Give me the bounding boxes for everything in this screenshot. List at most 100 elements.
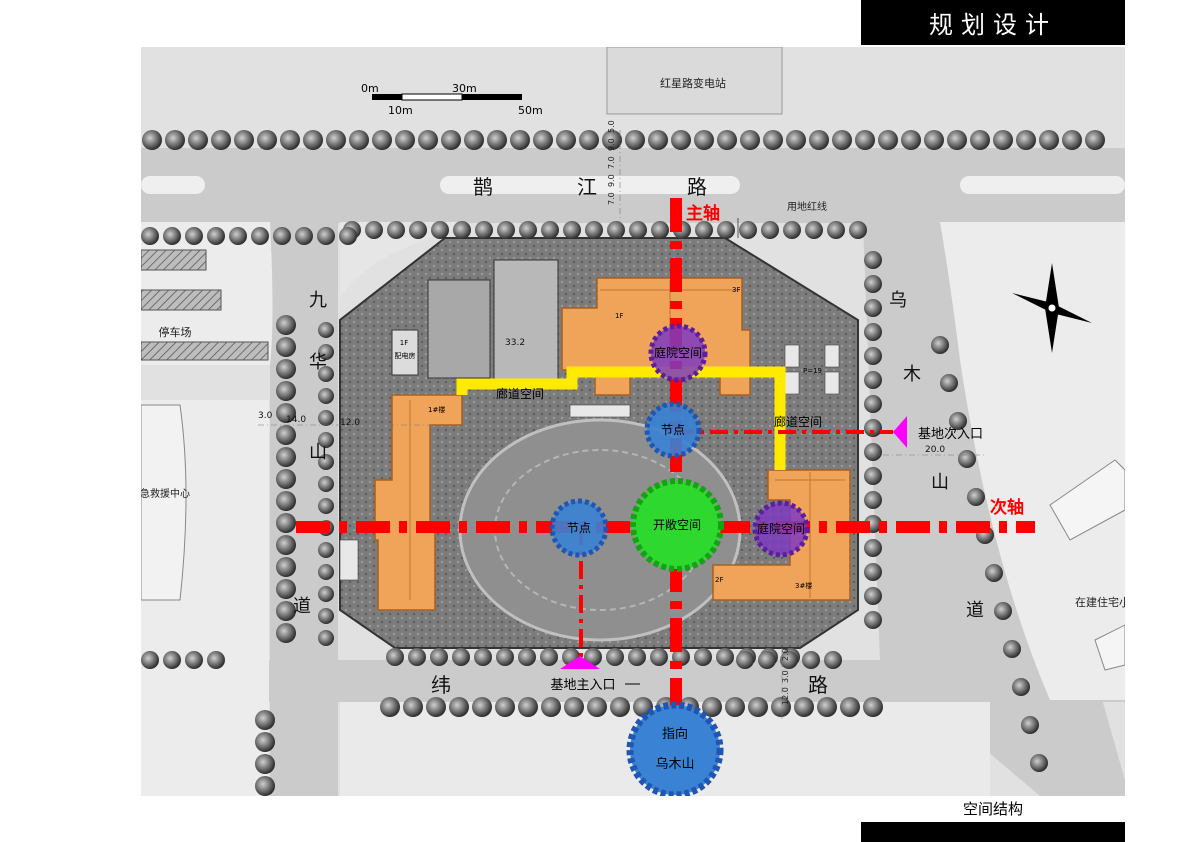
tree xyxy=(717,221,735,239)
dimension-south: 12.0 xyxy=(781,687,790,705)
tree xyxy=(276,403,296,423)
building-3-label: 3#楼 xyxy=(795,581,812,590)
courtyard-top-label: 庭院空间 xyxy=(654,345,702,360)
tree xyxy=(863,697,883,717)
tree xyxy=(878,130,898,150)
tree xyxy=(864,323,882,341)
tree xyxy=(585,221,603,239)
tree xyxy=(716,648,734,666)
tree xyxy=(496,648,514,666)
dimension-south: 2.0 xyxy=(781,648,790,661)
tree xyxy=(207,651,225,669)
tree xyxy=(864,419,882,437)
west-street-char-2: 华 xyxy=(309,352,327,373)
tree xyxy=(276,513,296,533)
south-street-name: 纬 路 xyxy=(431,673,828,697)
direction-node: 指向 乌木山 xyxy=(626,701,724,796)
tree xyxy=(717,130,737,150)
east-street-char-4: 道 xyxy=(966,600,984,621)
tree xyxy=(251,227,269,245)
tree xyxy=(758,651,776,669)
main-entrance-label: 基地主入口 xyxy=(550,678,615,693)
tree xyxy=(993,130,1013,150)
scale-label-50: 50m xyxy=(518,104,543,117)
tree xyxy=(864,539,882,557)
tree xyxy=(452,648,470,666)
courtyard-right-label: 庭院空间 xyxy=(757,521,805,536)
tree xyxy=(949,412,967,430)
tree xyxy=(234,130,254,150)
tree xyxy=(671,130,691,150)
tree xyxy=(541,221,559,239)
power-room-label: 配电房 xyxy=(395,351,416,360)
tree xyxy=(771,697,791,717)
tree xyxy=(994,602,1012,620)
tree xyxy=(739,221,757,239)
main-axis-label: 主轴 xyxy=(686,203,720,224)
tree xyxy=(257,130,277,150)
north-street-name: 鹊 江 路 xyxy=(473,175,707,199)
tree xyxy=(273,227,291,245)
tree xyxy=(651,221,669,239)
buildings xyxy=(374,277,851,611)
tree xyxy=(805,221,823,239)
tree xyxy=(276,579,296,599)
tree xyxy=(629,221,647,239)
floor-label-3f: 3F xyxy=(732,286,740,294)
tree xyxy=(430,648,448,666)
tree xyxy=(607,221,625,239)
tree xyxy=(817,697,837,717)
tree xyxy=(229,227,247,245)
tree xyxy=(141,227,159,245)
tree xyxy=(864,275,882,293)
tree xyxy=(255,710,275,730)
tree xyxy=(947,130,967,150)
secondary-entrance-label: 基地次入口 xyxy=(918,426,983,442)
tree xyxy=(472,697,492,717)
tree xyxy=(185,651,203,669)
tree xyxy=(1030,754,1048,772)
tree xyxy=(487,130,507,150)
tree xyxy=(431,221,449,239)
tree xyxy=(276,535,296,555)
tree xyxy=(318,322,334,338)
tree xyxy=(985,564,1003,582)
dim-33-2: 33.2 xyxy=(505,338,525,348)
east-street-name: 乌 木 山 道 xyxy=(889,290,984,621)
tree xyxy=(940,374,958,392)
substation-label: 红星路变电站 xyxy=(660,76,726,90)
tree xyxy=(318,498,334,514)
tree xyxy=(372,130,392,150)
tree xyxy=(387,221,405,239)
tree xyxy=(563,221,581,239)
tree xyxy=(540,648,558,666)
tree xyxy=(602,130,622,150)
tree xyxy=(142,130,162,150)
tree xyxy=(403,697,423,717)
tree xyxy=(748,697,768,717)
tree xyxy=(326,130,346,150)
west-street-name: 九 华 山 道 xyxy=(293,290,327,617)
tree xyxy=(864,443,882,461)
east-street-char-3: 山 xyxy=(931,472,949,493)
power-room xyxy=(391,329,419,376)
tree xyxy=(849,221,867,239)
tree xyxy=(587,697,607,717)
tree xyxy=(924,130,944,150)
corridor-label-right: 廊道空间 xyxy=(774,414,822,429)
tree xyxy=(276,469,296,489)
building-block-north xyxy=(493,259,559,381)
tree xyxy=(1021,716,1039,734)
tree xyxy=(426,697,446,717)
tree xyxy=(1016,130,1036,150)
open-space-label: 开敞空间 xyxy=(653,517,701,532)
tree xyxy=(318,344,334,360)
north-street-char-1: 鹊 xyxy=(473,175,493,199)
tree xyxy=(495,697,515,717)
tree xyxy=(809,130,829,150)
tree xyxy=(832,130,852,150)
floor-label-2f: 2F xyxy=(715,576,723,584)
secondary-axis-label: 次轴 xyxy=(990,497,1024,518)
tree xyxy=(276,623,296,643)
tree xyxy=(497,221,515,239)
